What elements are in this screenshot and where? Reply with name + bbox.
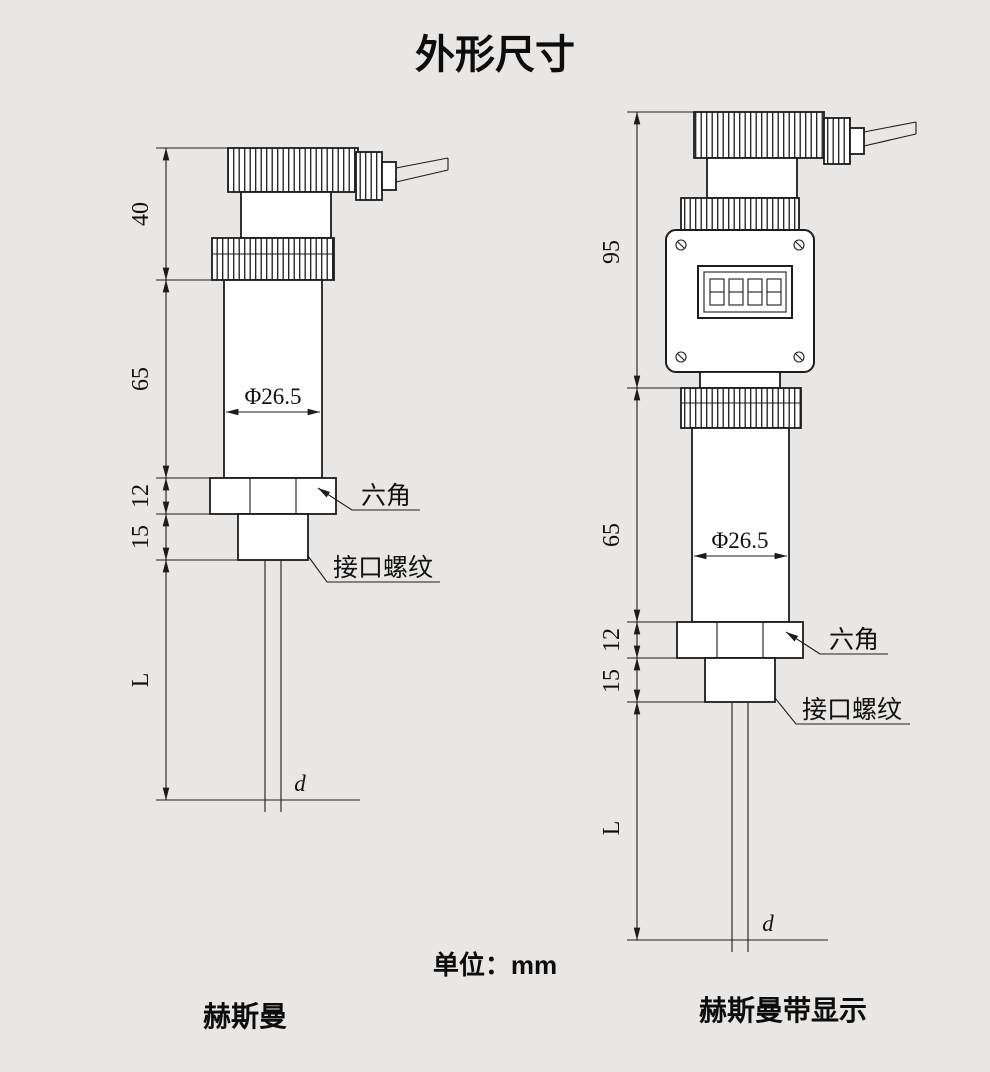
left-diameter-label: Φ26.5 xyxy=(244,384,301,409)
left-diameter-dimension: Φ26.5 xyxy=(225,384,321,416)
left-plug-gland xyxy=(355,151,383,201)
left-knurled-ring xyxy=(211,237,335,281)
page-title: 外形尺寸 xyxy=(415,33,575,77)
right-plug-gland xyxy=(823,117,851,165)
right-hex-nut xyxy=(676,621,804,659)
right-cable xyxy=(863,121,917,147)
right-probe-dia-label: d xyxy=(762,911,774,936)
right-thread-label: 接口螺纹 xyxy=(802,696,902,724)
left-dim-body: 65 xyxy=(128,367,154,391)
right-thread-leader: 接口螺纹 xyxy=(774,696,910,725)
right-connector-body xyxy=(706,157,798,199)
left-connector-body xyxy=(240,191,332,239)
right-hex-leader: 六角 xyxy=(785,626,888,655)
unit-note: 单位：mm xyxy=(433,950,557,980)
right-display-housing xyxy=(665,229,815,373)
left-dim-thread: 15 xyxy=(128,525,154,549)
right-dim-top: 95 xyxy=(599,240,625,264)
digital-display xyxy=(697,265,793,319)
left-hex-nut xyxy=(209,477,337,515)
left-connector-cap xyxy=(227,147,359,193)
right-plug-step xyxy=(849,127,865,155)
right-dim-body: 65 xyxy=(599,523,625,547)
left-thread-leader: 接口螺纹 xyxy=(307,554,440,583)
left-hex-leader: 六角 xyxy=(317,482,420,511)
left-plug-step xyxy=(381,161,397,191)
left-dim-probe: L xyxy=(128,673,154,688)
left-device: Φ26.5 六角 接口螺纹 d xyxy=(128,147,449,812)
right-device: Φ26.5 六角 接口螺纹 d xyxy=(599,111,917,952)
left-dim-hex: 12 xyxy=(128,484,154,508)
left-caption: 赫斯曼 xyxy=(203,1001,287,1032)
left-cable xyxy=(395,157,449,183)
right-body xyxy=(691,427,790,623)
right-dimension-chain: 95 65 12 15 L xyxy=(599,111,705,941)
right-hex-label: 六角 xyxy=(829,626,879,654)
left-hex-label: 六角 xyxy=(361,482,411,510)
right-thread-fitting xyxy=(704,657,776,703)
left-dimension-chain: 40 65 12 15 L xyxy=(128,147,238,801)
right-dim-hex: 12 xyxy=(599,628,625,652)
left-thread-fitting xyxy=(237,513,309,561)
left-probe-dia-dimension: d xyxy=(156,771,360,801)
right-diameter-dimension: Φ26.5 xyxy=(693,528,788,560)
right-probe-dia-dimension: d xyxy=(627,911,828,941)
right-knurled-ring xyxy=(680,387,802,429)
right-neck-ribbed xyxy=(680,197,800,231)
left-dim-top: 40 xyxy=(128,202,154,226)
left-body xyxy=(223,279,323,479)
right-probe xyxy=(731,702,749,952)
right-diameter-label: Φ26.5 xyxy=(711,528,768,553)
right-caption: 赫斯曼带显示 xyxy=(699,995,867,1026)
right-connector-cap xyxy=(693,111,825,159)
left-probe xyxy=(264,560,282,812)
left-probe-dia-label: d xyxy=(294,771,306,796)
right-dim-thread: 15 xyxy=(599,669,625,693)
right-dim-probe: L xyxy=(599,821,625,836)
right-neck-plain xyxy=(699,371,781,389)
left-thread-label: 接口螺纹 xyxy=(333,554,433,582)
